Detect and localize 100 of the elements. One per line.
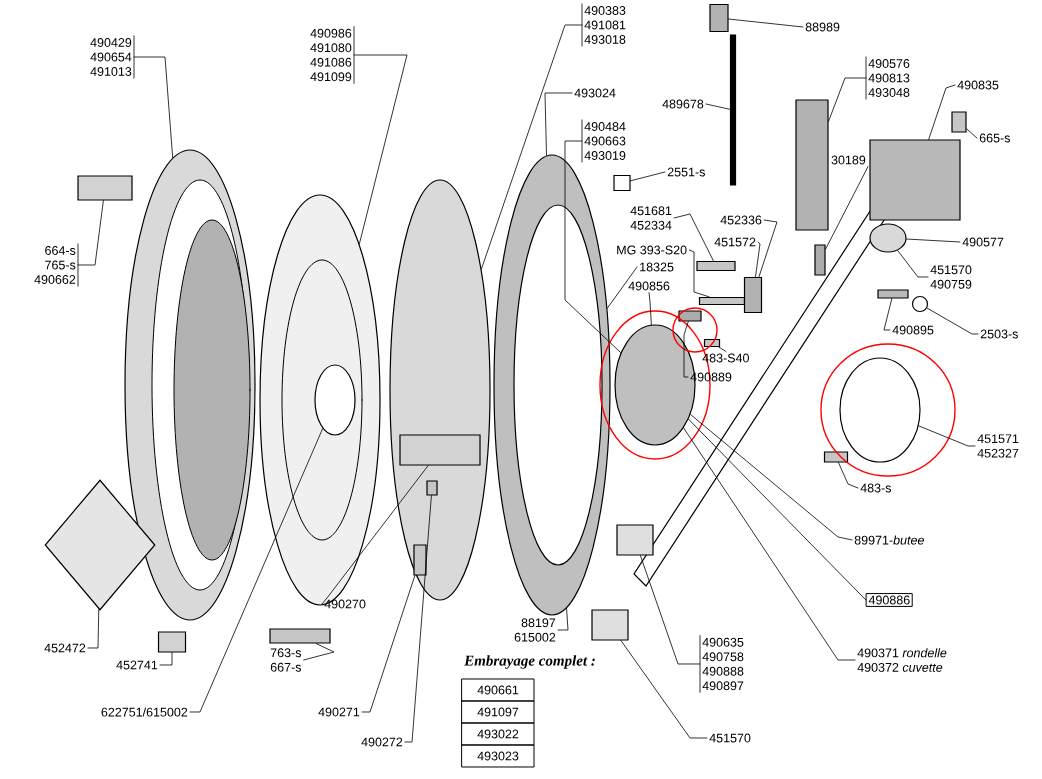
part-number-label: 451570 <box>709 733 751 743</box>
leader-line <box>690 414 853 541</box>
part-number-label: 490271 <box>318 707 360 717</box>
leader-line <box>705 103 731 110</box>
pressure-plate <box>389 179 491 601</box>
leader-line <box>825 166 869 250</box>
leader-line <box>755 241 761 278</box>
leader-line <box>404 495 432 743</box>
part-number-label: 490577 <box>962 237 1004 247</box>
leader-line <box>926 307 979 335</box>
leader-line <box>683 427 856 661</box>
pin <box>814 244 826 276</box>
leader-line <box>606 266 638 309</box>
bushing <box>591 609 629 641</box>
part-number-label: 89971-butee <box>854 535 924 545</box>
leader-line <box>688 249 710 298</box>
bolt <box>426 480 438 496</box>
leader-line <box>758 219 778 278</box>
table-heading: Embrayage complet : <box>464 655 595 669</box>
part-number-label: 2551-s <box>667 167 705 177</box>
leader-line <box>728 18 804 28</box>
leader-line <box>906 238 961 243</box>
part-number-label: 490270 <box>324 599 366 609</box>
hub <box>314 364 356 436</box>
leader-line <box>620 640 708 739</box>
leader-line <box>673 213 714 262</box>
part-number-label: 763-s 667-s <box>270 648 301 672</box>
bushing <box>616 524 654 556</box>
release-lever <box>399 434 481 466</box>
bolt <box>951 111 967 133</box>
leader-line <box>564 119 622 353</box>
part-number-label: 490986 491080 491086 491099 <box>310 28 352 82</box>
leader-line <box>648 292 652 326</box>
boxed-part-number: 490886 <box>866 593 913 607</box>
part-number-label: 665-s <box>979 133 1010 143</box>
part-number-label: 490835 <box>957 80 999 90</box>
stud <box>869 223 907 253</box>
part-number-label: 88197 615002 <box>514 618 556 642</box>
table-cell: 490661 <box>461 678 535 702</box>
part-number-label: 489678 <box>662 99 704 109</box>
leader-line <box>557 607 569 631</box>
part-number-label: 2503-s <box>980 329 1018 339</box>
bolt <box>703 338 721 348</box>
bolt <box>823 451 849 463</box>
part-number-label: 490576 490813 493048 <box>868 59 910 97</box>
part-number-label: 493024 <box>574 88 616 98</box>
part-number-label: 451571 452327 <box>977 434 1019 458</box>
leader-line <box>918 425 976 447</box>
nut <box>911 295 929 313</box>
bolt <box>269 628 331 644</box>
part-number-label: 18325 <box>640 262 674 272</box>
part-number-label: 664-s 765-s 490662 <box>34 246 76 284</box>
leader-line <box>630 171 666 182</box>
table-cell: 491097 <box>461 700 535 724</box>
leader-line <box>828 56 867 122</box>
part-number-label: 490635 490758 490888 490897 <box>702 637 744 691</box>
flywheel <box>124 149 256 621</box>
part-number-label: 490383 491081 493018 <box>584 6 626 44</box>
leader-line <box>189 428 324 713</box>
nut <box>613 174 631 192</box>
leader-line <box>353 26 408 245</box>
leader-line <box>838 462 859 489</box>
leader-line <box>361 575 416 713</box>
part-number-label: 88989 <box>805 22 840 32</box>
part-number-label: 451572 <box>714 237 756 247</box>
part-number-label: 622751/615002 <box>101 707 188 717</box>
leader-line <box>883 298 893 331</box>
grease-nipple <box>709 3 729 33</box>
part-number-label: 451681 452334 <box>630 206 672 230</box>
leader-line <box>683 321 689 378</box>
leader-line <box>966 128 978 139</box>
part-number-label: 490272 <box>361 737 403 747</box>
lever-arm <box>795 99 829 231</box>
part-number-label: 490895 <box>892 325 934 335</box>
part-number-label: 483-s <box>860 483 891 493</box>
leader-line <box>321 465 429 605</box>
part-number-label: 30189 <box>831 155 866 165</box>
leader-line <box>77 200 104 287</box>
part-number-label: MG 393-S20 <box>617 245 687 255</box>
rod <box>698 296 746 306</box>
cover-plate <box>839 357 921 463</box>
leader-line <box>159 652 173 666</box>
spring <box>696 260 736 272</box>
table-cell: 493023 <box>461 744 535 768</box>
leader-line <box>897 250 929 278</box>
lever-plate <box>743 276 763 314</box>
leader-line <box>640 555 701 693</box>
part-number-label: 452336 <box>720 215 762 225</box>
part-number-label: 490429 490654 491013 <box>90 38 132 76</box>
bolt <box>877 289 909 299</box>
spring <box>413 544 427 576</box>
clip <box>678 310 702 322</box>
part-number-label: 490856 <box>628 281 670 291</box>
part-number-label: 490484 490663 493019 <box>584 122 626 160</box>
leader-line <box>718 346 727 352</box>
bearing-housing <box>869 139 961 221</box>
cover-plate <box>44 479 156 611</box>
tube <box>729 34 737 186</box>
part-number-label: 452741 <box>116 660 158 670</box>
part-number-label: 490371 rondelle 490372 cuvette <box>857 648 947 672</box>
